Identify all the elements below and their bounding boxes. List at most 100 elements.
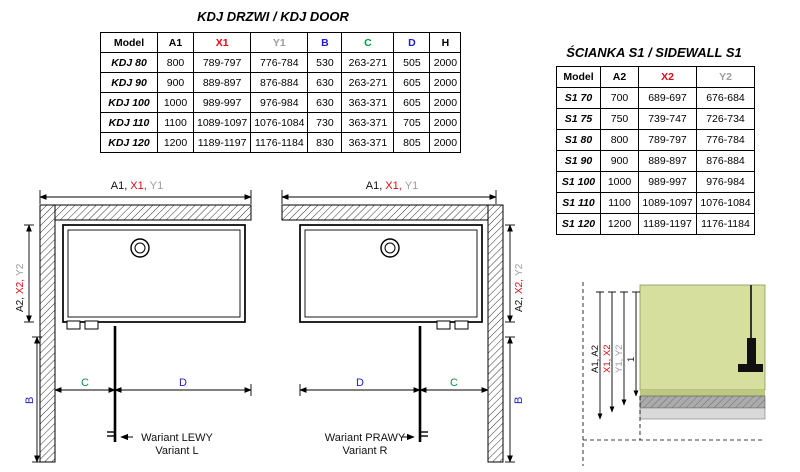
dim-ticks-cd (54, 384, 252, 396)
dim-label-c: C (450, 377, 458, 389)
variant-caption-pl: Wariant LEWY (141, 432, 213, 444)
dim-label-depth: A2,X2,Y2 (514, 263, 525, 312)
dimension-value: 900 (600, 150, 639, 172)
dim-x2-label: X2, (15, 279, 26, 294)
hinge-brackets (436, 320, 469, 330)
reference-dashed-lines (582, 282, 765, 466)
dimension-value: 1076-1084 (250, 112, 309, 133)
dimension-value: 2000 (429, 92, 462, 113)
model-name: S1 110 (556, 192, 601, 214)
dim-ticks-width (281, 190, 497, 204)
column-header: Y2 (696, 66, 755, 88)
dim-y1-label: Y1 (150, 180, 163, 192)
model-name: KDJ 120 (100, 132, 158, 153)
dim-a1-label: A1, (366, 180, 383, 192)
column-header: Model (556, 66, 601, 88)
model-name: S1 75 (556, 108, 601, 130)
dim-label-x1x2: X1, X2 (602, 344, 613, 373)
dimension-value: 830 (307, 132, 343, 153)
column-header: A2 (600, 66, 639, 88)
column-header: D (393, 32, 431, 53)
dimension-value: 876-884 (250, 72, 309, 93)
bottom-profile-section (738, 338, 763, 372)
dimension-value: 363-371 (341, 92, 395, 113)
dimension-value: 363-371 (341, 132, 395, 153)
panel-edge-strip (640, 390, 765, 396)
dimension-value: 363-371 (341, 112, 395, 133)
dim-a1-label: A1, (111, 180, 128, 192)
dimension-value: 505 (393, 52, 431, 73)
column-header: X1 (192, 32, 252, 53)
column-header: A1 (157, 32, 194, 53)
dimension-value: 805 (393, 132, 431, 153)
glass-panel-section (639, 284, 766, 391)
dimension-value: 900 (157, 72, 194, 93)
dim-ticks-width (39, 190, 252, 204)
dimension-value: 976-984 (250, 92, 309, 113)
dim-ticks-b (505, 336, 515, 463)
model-name: KDJ 110 (100, 112, 158, 133)
dimension-value: 1189-1197 (192, 132, 252, 153)
dimension-value: 2000 (429, 112, 462, 133)
dimension-value: 1189-1197 (638, 213, 697, 235)
dimension-value: 263-271 (341, 72, 395, 93)
dim-ticks-depth (505, 224, 515, 323)
column-header: H (429, 32, 462, 53)
column-header: Model (100, 32, 158, 53)
model-name: S1 70 (556, 87, 601, 109)
dim-label-width: A1,X1,Y1 (111, 180, 164, 192)
dimension-value: 1000 (600, 171, 639, 193)
dimension-value: 630 (307, 92, 343, 113)
dim-a2-label: A2, (514, 297, 525, 312)
variant-caption-pl: Wariant PRAWY (325, 432, 406, 444)
drain-inner-circle (384, 242, 396, 254)
variant-right-drawing: A1,X1,Y1 A2,X2,Y2 (281, 180, 525, 463)
dimension-value: 630 (307, 72, 343, 93)
dimension-value: 1089-1097 (192, 112, 252, 133)
dim-label-d: D (356, 377, 364, 389)
dimension-value: 689-697 (638, 87, 697, 109)
door-handle (420, 431, 428, 437)
tray-inner-outline (67, 229, 241, 318)
dimension-value: 750 (600, 108, 639, 130)
dim-ticks-depth (24, 224, 34, 323)
dimension-value: 776-784 (250, 52, 309, 73)
dim-y1-label: Y1 (405, 180, 418, 192)
tray-inner-outline (304, 229, 478, 318)
dim-label-b: B (24, 397, 36, 404)
dimension-value: 726-734 (696, 108, 755, 130)
dimension-value: 1200 (157, 132, 194, 153)
dim-x2-label: X2, (514, 279, 525, 294)
dim-x1-label: X1, (130, 180, 147, 192)
dimension-value: 1076-1084 (696, 192, 755, 214)
tray-layer-section (639, 395, 766, 409)
dimension-value: 2000 (429, 132, 462, 153)
drain-inner-circle (134, 242, 146, 254)
model-name: S1 100 (556, 171, 601, 193)
dimension-value: 739-747 (638, 108, 697, 130)
dim-label-a1a2: A1, A2 (590, 345, 601, 373)
dimension-value: 789-797 (192, 52, 252, 73)
dimension-value: 876-884 (696, 150, 755, 172)
dimension-value: 263-271 (341, 52, 395, 73)
dim-label-b: B (513, 397, 525, 404)
wall-top (281, 204, 489, 221)
dimension-value: 1176-1184 (696, 213, 755, 235)
dimension-value: 700 (600, 87, 639, 109)
dimension-value: 989-997 (638, 171, 697, 193)
variant-caption-en: Variant L (155, 445, 198, 457)
dim-line-a1a2 (596, 291, 604, 420)
model-name: KDJ 80 (100, 52, 158, 73)
dim-label-1: 1 (626, 357, 637, 362)
